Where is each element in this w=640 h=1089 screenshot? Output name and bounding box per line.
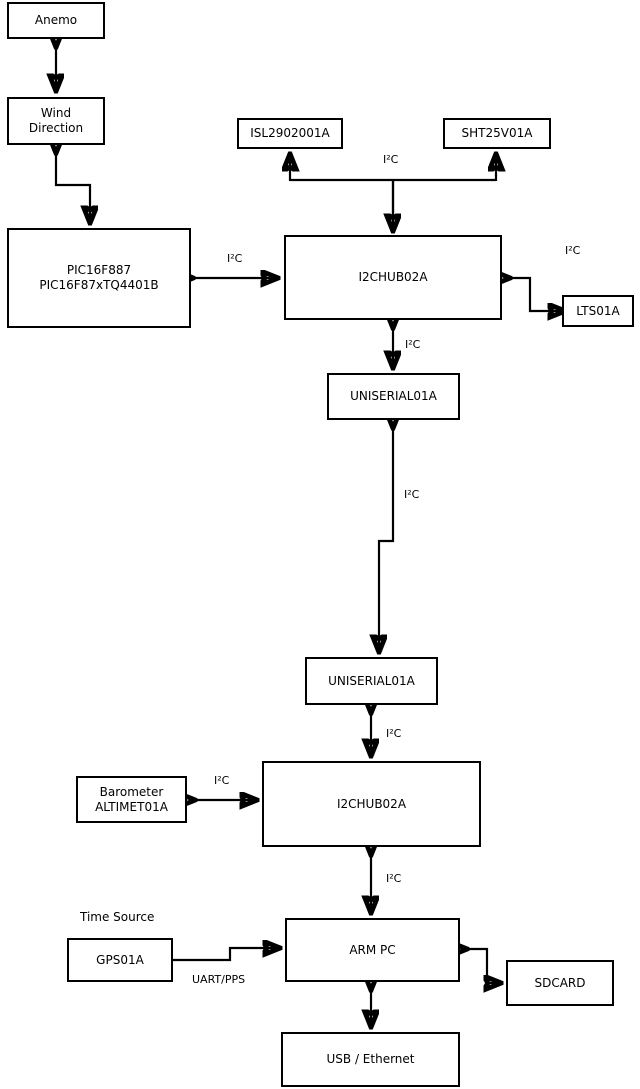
wire-armpc-sdcard [466, 949, 500, 983]
node-sdcard[interactable]: SDCARD [506, 960, 614, 1006]
node-arm-pc[interactable]: ARM PC [285, 918, 460, 982]
wire-gps-armpc [173, 948, 279, 962]
edge-label-uniserial-to-hub-bottom: I²C [386, 727, 402, 740]
node-sht25v01a[interactable]: SHT25V01A [443, 118, 551, 149]
edge-label-sensors-to-hub: I²C [383, 153, 399, 166]
node-pic-label: PIC16F887 PIC16F87xTQ4401B [39, 263, 159, 292]
node-gps01a[interactable]: GPS01A [67, 938, 173, 982]
node-i2chub-bottom-label: I2CHUB02A [336, 796, 407, 811]
node-lts-label: LTS01A [576, 303, 620, 318]
node-i2chub-top-label: I2CHUB02A [358, 270, 428, 284]
node-pic-microcontroller[interactable]: PIC16F887 PIC16F87xTQ4401B [7, 228, 191, 328]
wire-uniserial-link [379, 427, 393, 651]
edge-label-pic-to-hub: I²C [227, 252, 243, 265]
node-i2chub02a-bottom[interactable]: I2CHUB02A [262, 761, 481, 847]
node-anemo-label: Anemo [34, 13, 78, 27]
node-isl2902001a[interactable]: ISL2902001A [237, 118, 343, 149]
label-time-source: Time Source [80, 910, 155, 924]
node-usb-ethernet-label: USB / Ethernet [326, 1052, 415, 1066]
edge-label-barometer-to-hub: I²C [214, 774, 230, 787]
node-anemo[interactable]: Anemo [7, 2, 105, 39]
node-wind-direction-label: Wind Direction [28, 106, 84, 135]
node-uniserial01a-top[interactable]: UNISERIAL01A [327, 373, 460, 420]
node-uniserial-bottom-label: UNISERIAL01A [328, 673, 415, 688]
edge-label-hub-to-uniserial: I²C [405, 338, 421, 351]
node-i2chub02a-top[interactable]: I2CHUB02A [284, 235, 502, 320]
node-isl-label: ISL2902001A [250, 126, 330, 140]
edge-label-uniserial-link: I²C [404, 488, 420, 501]
node-gps-label: GPS01A [96, 952, 144, 967]
node-uniserial-top-label: UNISERIAL01A [350, 389, 437, 403]
edge-label-hub-to-lts: I²C [565, 244, 581, 257]
edge-label-hub-to-armpc: I²C [386, 872, 402, 885]
wire-i2chubtop-lts [509, 278, 564, 311]
node-lts01a[interactable]: LTS01A [562, 295, 634, 327]
node-sdcard-label: SDCARD [534, 975, 586, 990]
node-usb-ethernet[interactable]: USB / Ethernet [281, 1032, 460, 1087]
node-barometer-label: Barometer ALTIMET01A [95, 784, 168, 814]
wire-winddirection-pic [56, 152, 90, 222]
node-barometer-altimet01a[interactable]: Barometer ALTIMET01A [76, 776, 187, 823]
node-uniserial01a-bottom[interactable]: UNISERIAL01A [305, 657, 438, 705]
node-arm-pc-label: ARM PC [349, 942, 396, 957]
edge-label-gps-to-armpc: UART/PPS [192, 973, 246, 986]
node-sht-label: SHT25V01A [461, 126, 533, 140]
node-wind-direction[interactable]: Wind Direction [7, 97, 105, 145]
